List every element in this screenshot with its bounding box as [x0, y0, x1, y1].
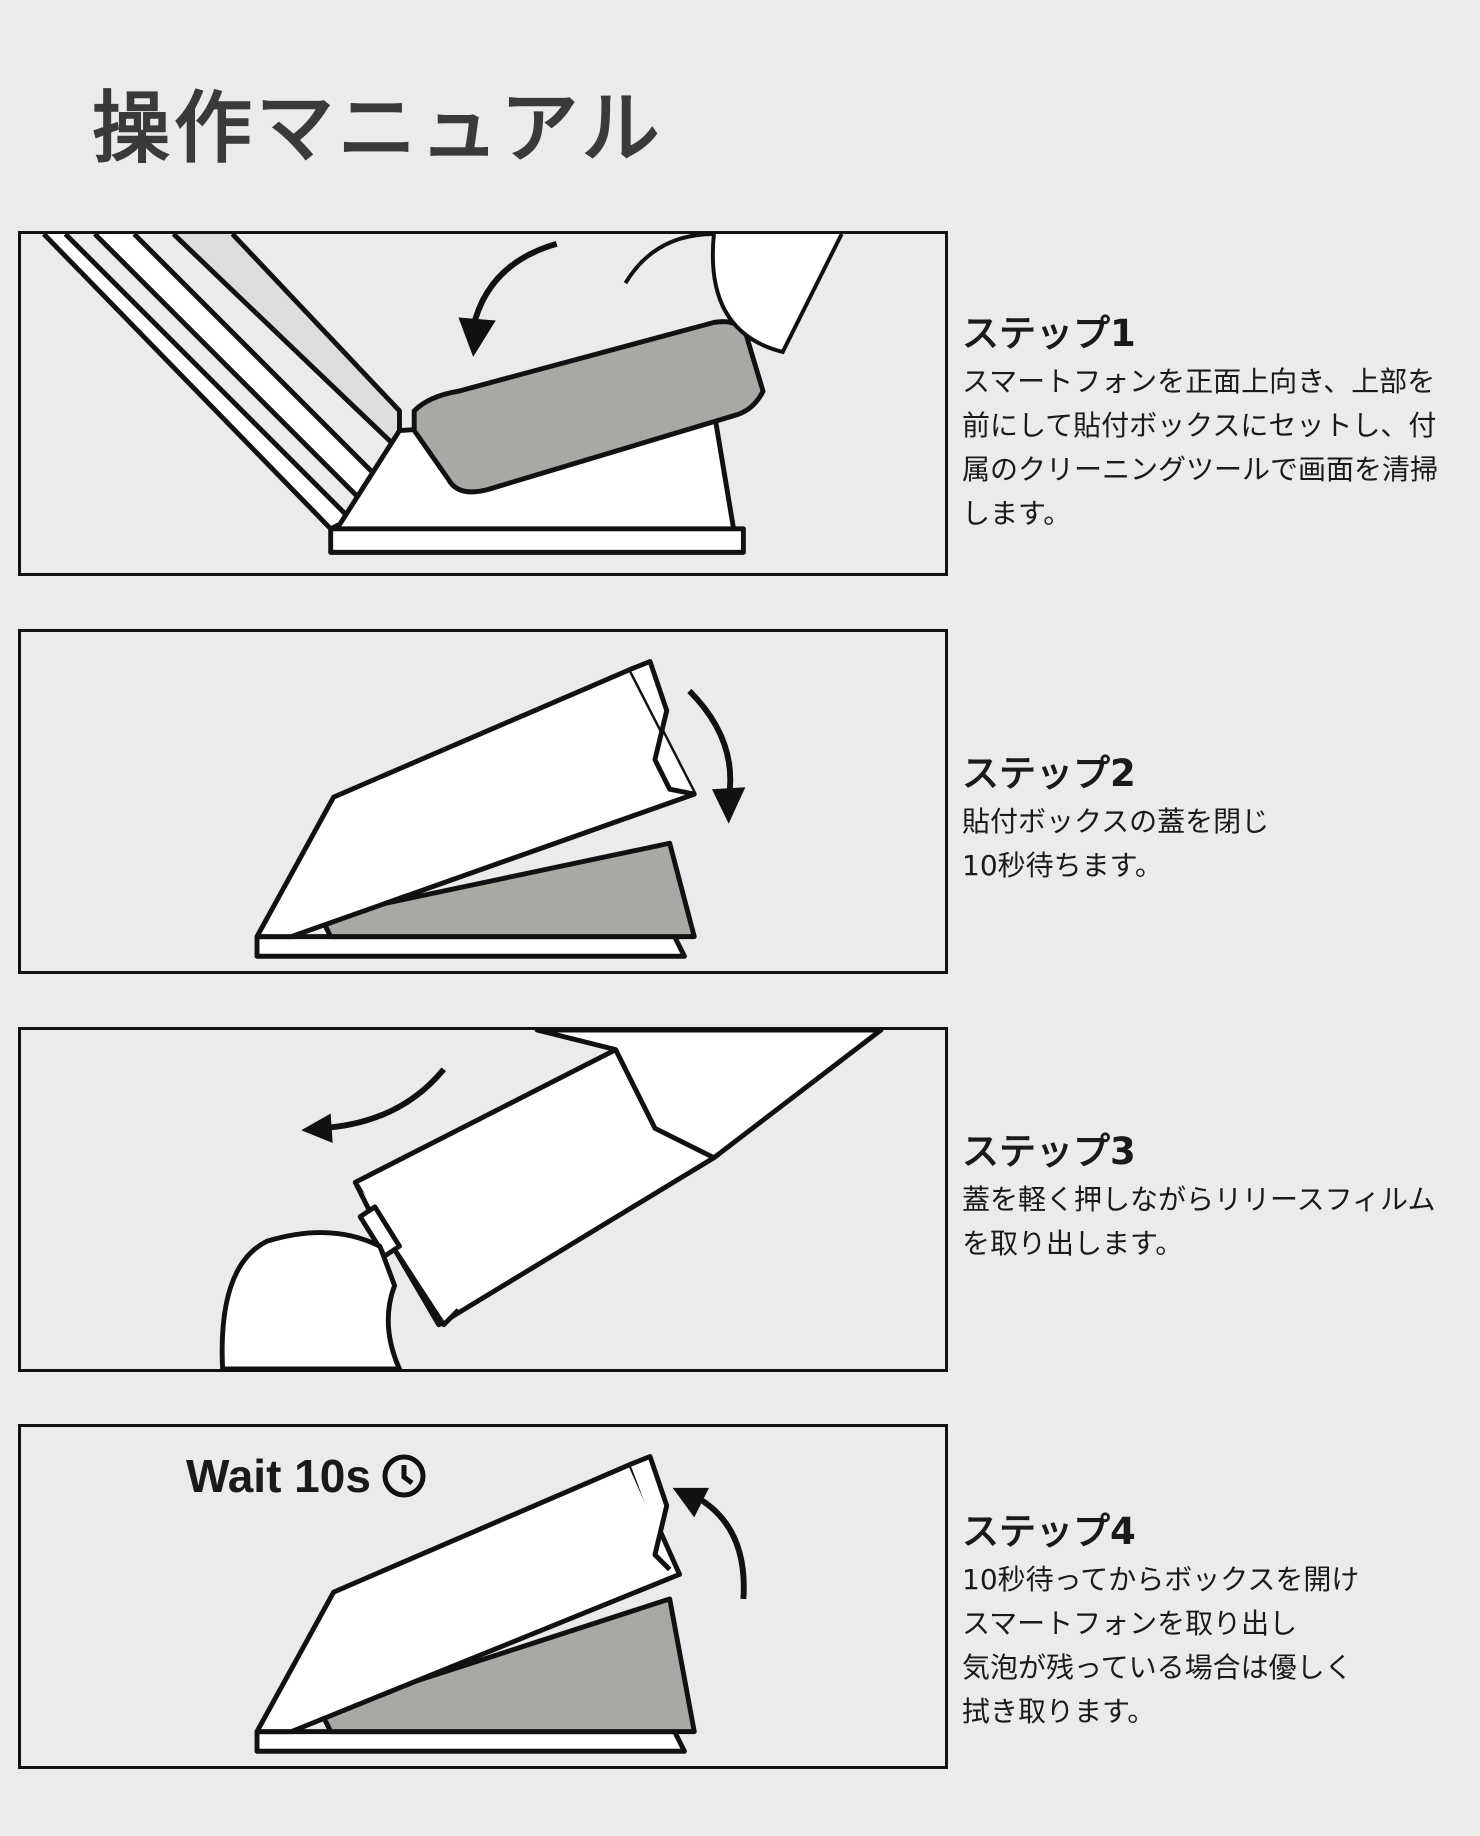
step-3-line: を取り出します。: [962, 1227, 1184, 1260]
step-4-text: ステップ4 10秒待ってからボックスを開け スマートフォンを取り出し 気泡が残っ…: [962, 1510, 1480, 1734]
step-1-line: スマートフォンを正面上向き、上部を: [962, 365, 1436, 398]
release-film-removal-illustration: [219, 1030, 884, 1369]
step-1-line: します。: [962, 497, 1072, 530]
step-2-illustration: [18, 629, 948, 974]
step-2-heading: ステップ2: [962, 752, 1136, 795]
page-title: 操作マニュアル: [92, 84, 664, 174]
step-1-text: ステップ1 スマートフォンを正面上向き、上部を 前にして貼付ボックスにセットし、…: [962, 312, 1480, 536]
step-1-line: 属のクリーニングツールで画面を清掃: [962, 453, 1439, 486]
step-2-line: 10秒待ちます。: [962, 849, 1163, 882]
step-4-heading: ステップ4: [962, 1510, 1136, 1553]
wait-timer-label: Wait 10s: [186, 1449, 427, 1503]
step-3-line: 蓋を軽く押しながらリリースフィルム: [962, 1183, 1436, 1216]
step-1-heading: ステップ1: [962, 312, 1136, 355]
step-3-text: ステップ3 蓋を軽く押しながらリリースフィルム を取り出します。: [962, 1130, 1480, 1266]
step-1-line: 前にして貼付ボックスにセットし、付: [962, 409, 1437, 442]
box-opening-illustration: [254, 1454, 747, 1754]
step-4-line: 10秒待ってからボックスを開け: [962, 1563, 1360, 1596]
step-4-line: 拭き取ります。: [962, 1695, 1156, 1728]
step-3-illustration: [18, 1027, 948, 1372]
step-2-text: ステップ2 貼付ボックスの蓋を閉じ 10秒待ちます。: [962, 752, 1480, 888]
step-2-line: 貼付ボックスの蓋を閉じ: [962, 805, 1270, 838]
step-4-line: スマートフォンを取り出し: [962, 1607, 1298, 1640]
step-3-heading: ステップ3: [962, 1130, 1136, 1173]
clock-icon: [382, 1454, 426, 1498]
step-4-line: 気泡が残っている場合は優しく: [962, 1651, 1353, 1684]
phone-in-box-illustration: [42, 234, 844, 555]
step-1-illustration: [18, 231, 948, 576]
wait-text: Wait 10s: [186, 1450, 371, 1502]
box-closing-illustration: [254, 659, 746, 959]
step-4-illustration: Wait 10s: [18, 1424, 948, 1769]
